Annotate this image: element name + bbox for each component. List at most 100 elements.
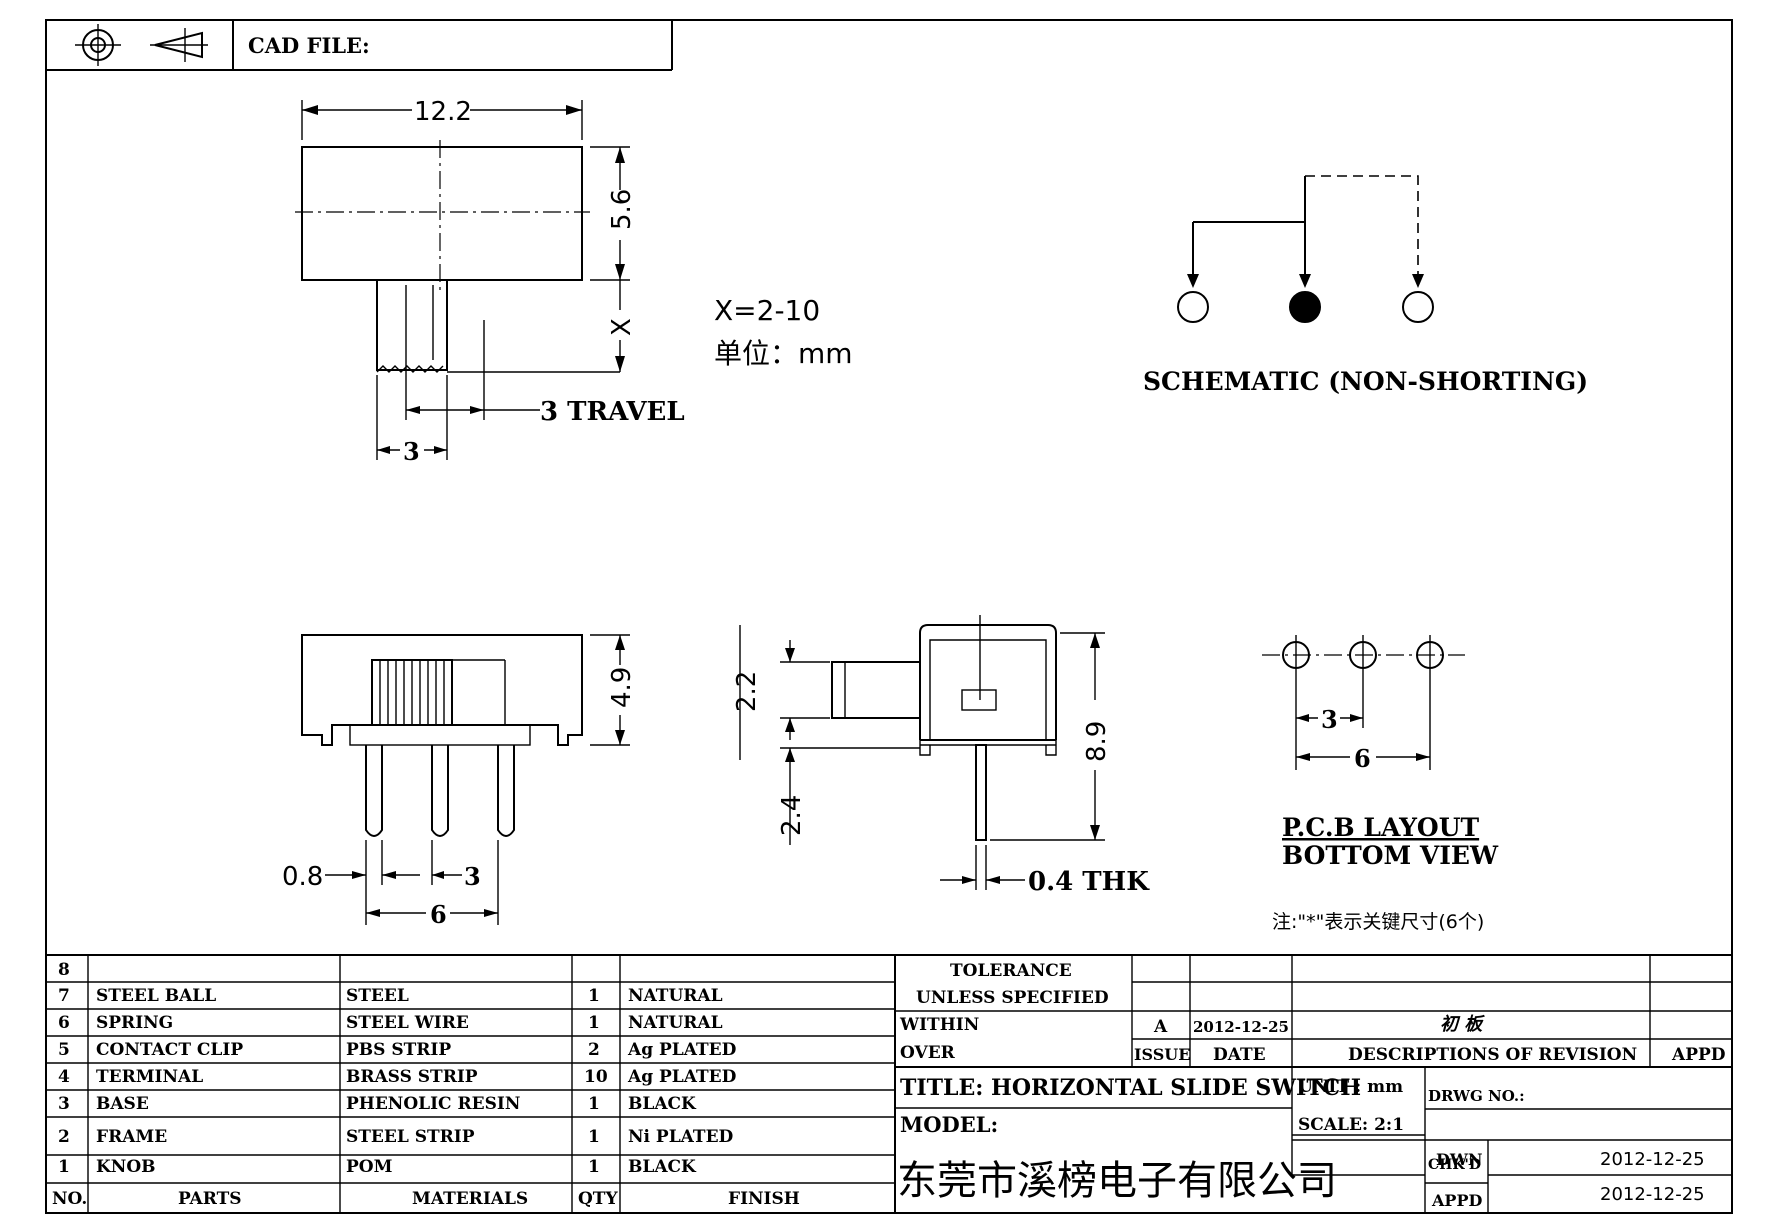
pcb-subtitle: BOTTOM VIEW	[1282, 841, 1499, 870]
date-label: DATE	[1213, 1045, 1266, 1065]
svg-text:NO.: NO.	[52, 1189, 87, 1209]
unless-label: UNLESS SPECIFIED	[916, 988, 1109, 1008]
svg-text:1: 1	[588, 1157, 600, 1177]
dim-pcb-pitch: 3	[1321, 705, 1338, 734]
svg-text:FRAME: FRAME	[96, 1127, 167, 1147]
svg-text:BLACK: BLACK	[628, 1157, 697, 1177]
svg-text:4: 4	[58, 1067, 70, 1087]
svg-text:1: 1	[588, 1127, 600, 1147]
table-row: 8	[58, 960, 70, 980]
svg-text:FINISH: FINISH	[728, 1189, 800, 1209]
cad-file-label: CAD FILE:	[248, 33, 370, 58]
dwn-date: 2012-12-25	[1600, 1149, 1705, 1170]
issue-label: ISSUE	[1134, 1045, 1190, 1064]
terminal-open-2	[1402, 291, 1434, 323]
table-row: 7 STEEL BALL STEEL 1 NATURAL	[58, 986, 723, 1006]
svg-text:KNOB: KNOB	[96, 1157, 156, 1177]
svg-text:BRASS STRIP: BRASS STRIP	[346, 1067, 478, 1087]
dim-thickness: 0.4 THK	[1028, 867, 1150, 897]
svg-text:STEEL BALL: STEEL BALL	[96, 986, 216, 1006]
dim-knob-height: 2.2	[732, 671, 762, 712]
pcb-layout: 3 6 P.C.B LAYOUT BOTTOM VIEW	[1262, 635, 1499, 870]
svg-text:5: 5	[58, 1040, 70, 1060]
projection-symbol-icon	[75, 24, 208, 66]
dwn-label: DWN	[1436, 1150, 1482, 1169]
appd-label: APPD	[1671, 1045, 1726, 1065]
table-row: 5 CONTACT CLIP PBS STRIP 2 Ag PLATED	[58, 1040, 737, 1060]
svg-text:8: 8	[58, 960, 70, 980]
svg-text:MATERIALS: MATERIALS	[412, 1189, 528, 1209]
issue-value: A	[1153, 1017, 1168, 1037]
front-view: 4.9 0.8 3 6	[282, 634, 637, 929]
svg-text:1: 1	[588, 986, 600, 1006]
svg-text:1: 1	[588, 1013, 600, 1033]
side-view: 2.2 2.4 8.9 0.4 THK	[732, 615, 1150, 897]
svg-text:STEEL STRIP: STEEL STRIP	[346, 1127, 475, 1147]
sheet-border	[45, 19, 1733, 1214]
header-box: CAD FILE:	[46, 20, 673, 71]
dim-pcb-span: 6	[1354, 744, 1371, 773]
dim-width: 12.2	[414, 97, 472, 127]
dim-lever: X	[607, 318, 637, 336]
dim-side-height: 8.9	[1082, 721, 1112, 762]
svg-text:3: 3	[58, 1094, 70, 1114]
svg-text:Ni PLATED: Ni PLATED	[628, 1127, 734, 1147]
table-header: NO. PARTS MATERIALS QTY FINISH	[52, 1189, 800, 1209]
svg-text:7: 7	[58, 986, 70, 1006]
appd-row-label: APPD	[1431, 1191, 1482, 1210]
svg-text:PBS STRIP: PBS STRIP	[346, 1040, 451, 1060]
company-name: 东莞市溪榜电子有限公司	[897, 1158, 1337, 1204]
drawing-title: TITLE: HORIZONTAL SLIDE SWITCH	[900, 1075, 1361, 1101]
svg-text:SPRING: SPRING	[96, 1013, 173, 1033]
dim-lever-width: 3	[403, 437, 420, 466]
svg-text:STEEL WIRE: STEEL WIRE	[346, 1013, 469, 1033]
title-block: TOLERANCE UNLESS SPECIFIED WITHIN OVER A…	[897, 961, 1726, 1210]
scale-label: SCALE: 2:1	[1298, 1115, 1404, 1135]
dim-height: 5.6	[607, 189, 637, 230]
svg-text:PHENOLIC RESIN: PHENOLIC RESIN	[346, 1094, 520, 1114]
svg-text:Ag PLATED: Ag PLATED	[627, 1067, 737, 1087]
note-unit: 单位：mm	[714, 337, 853, 370]
revision-desc: 初 板	[1440, 1014, 1485, 1035]
terminal-common	[1289, 291, 1321, 323]
dim-front-span: 6	[430, 900, 447, 929]
bom-grid	[46, 954, 1732, 1214]
svg-text:NATURAL: NATURAL	[628, 1013, 723, 1033]
pin-2	[431, 745, 449, 837]
svg-text:STEEL: STEEL	[346, 986, 409, 1006]
table-row: 1 KNOB POM 1 BLACK	[58, 1157, 697, 1177]
table-row: 6 SPRING STEEL WIRE 1 NATURAL	[58, 1013, 723, 1033]
pin-3	[497, 745, 515, 837]
note-x-range: X=2-10	[714, 294, 820, 327]
table-row: 3 BASE PHENOLIC RESIN 1 BLACK	[58, 1094, 697, 1114]
schematic-label: SCHEMATIC (NON-SHORTING)	[1143, 367, 1588, 396]
tolerance-label: TOLERANCE	[950, 961, 1072, 981]
svg-text:POM: POM	[346, 1157, 393, 1177]
top-view: 12.2 5.6 X 3 3 TRAVEL	[295, 97, 685, 466]
model-label: MODEL:	[900, 1112, 998, 1137]
svg-text:Ag PLATED: Ag PLATED	[627, 1040, 737, 1060]
chkd-label: CHK'D	[1428, 1157, 1481, 1173]
svg-text:2: 2	[588, 1040, 600, 1060]
svg-text:1: 1	[588, 1094, 600, 1114]
svg-text:2: 2	[58, 1127, 70, 1147]
svg-text:PARTS: PARTS	[178, 1189, 242, 1209]
table-row: 4 TERMINAL BRASS STRIP 10 Ag PLATED	[58, 1067, 737, 1087]
svg-text:QTY: QTY	[578, 1189, 618, 1209]
terminal-open-1	[1177, 291, 1209, 323]
svg-text:TERMINAL: TERMINAL	[96, 1067, 203, 1087]
svg-text:6: 6	[58, 1013, 70, 1033]
pin-1	[365, 745, 383, 837]
dim-pin-width: 0.8	[282, 862, 323, 892]
chk-date: 2012-12-25	[1600, 1184, 1705, 1205]
svg-text:1: 1	[58, 1157, 70, 1177]
drwg-no-label: DRWG NO.:	[1428, 1087, 1525, 1105]
schematic: SCHEMATIC (NON-SHORTING)	[1143, 175, 1588, 396]
dim-pin-length: 2.4	[777, 795, 807, 836]
table-row: 2 FRAME STEEL STRIP 1 Ni PLATED	[58, 1127, 734, 1147]
dim-travel: 3 TRAVEL	[540, 397, 685, 427]
over-label: OVER	[900, 1043, 956, 1063]
svg-text:BASE: BASE	[96, 1094, 149, 1114]
dim-front-height: 4.9	[607, 667, 637, 708]
